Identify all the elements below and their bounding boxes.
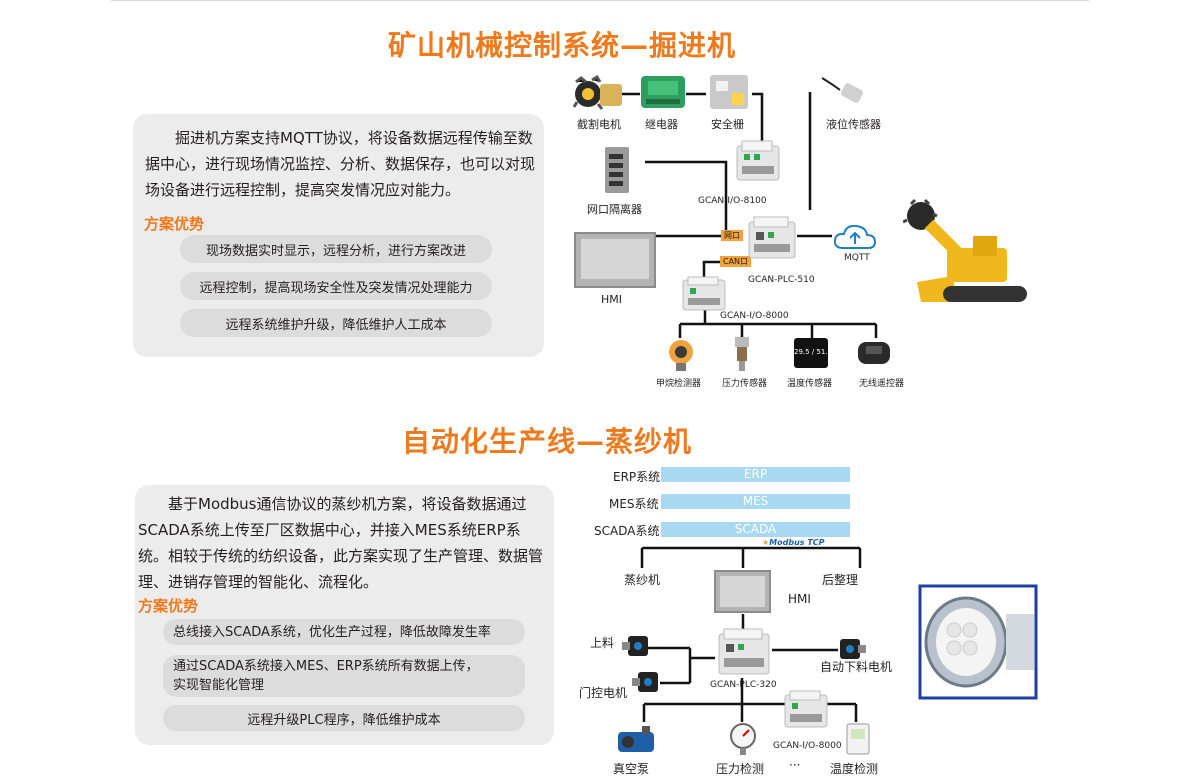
hmi2-panel [714,570,771,613]
plc-320-icon [718,628,772,682]
section1-card: 掘进机方案支持MQTT协议，将设备数据远程传输至数据中心，进行现场情况监控、分析… [133,114,544,357]
cutting-motor-icon [572,72,624,118]
mqtt-cloud-icon [833,222,877,256]
level-sensor-icon [820,76,866,112]
loading-label: 上料 [590,636,615,650]
section1-advantage-1: 现场数据实时显示，远程分析，进行方案改进 [180,235,492,263]
section1-title: 矿山机械控制系统—掘进机 [388,29,737,62]
vacuum-pump-icon [616,724,656,760]
section2-advantage-2: 通过SCADA系统接入MES、ERP系统所有数据上传，实现智能化管理 [163,655,525,697]
hmi-label: HMI [601,293,623,306]
network-isolator-label: 网口隔离器 [587,203,642,216]
vacuum-pump-label: 真空泵 [613,762,650,776]
pressure-sensor-icon [731,336,753,376]
safety-barrier-icon [708,73,752,115]
post-finishing-label: 后整理 [822,573,859,587]
pressure-check-label: 压力检测 [716,762,765,776]
auto-unload-motor-label: 自动下料电机 [820,660,893,674]
section2-title: 自动化生产线—蒸纱机 [402,425,693,458]
net-port-tag: 网口 [721,230,743,241]
mqtt-label: MQTT [844,253,870,263]
io-module-top-icon [736,140,782,188]
pressure-sensor-label: 压力传感器 [722,379,768,389]
section2-description: 基于Modbus通信协议的蒸纱机方案，将设备数据通过SCADA系统上传至厂区数据… [138,495,544,591]
io-module-2-label: GCAN-I/O-8000 [773,741,842,751]
io-module-2-icon [784,690,830,734]
io-module-bottom-label: GCAN-I/O-8000 [720,311,789,321]
methane-detector-label: 甲烷检测器 [656,379,702,389]
temp-sensor-display: 29.5 / 51.8 [794,338,832,368]
wireless-remote-label: 无线遥控器 [859,379,905,389]
section2-advantage-1: 总线接入SCADA系统，优化生产过程，降低故障发生率 [163,619,525,645]
relay-label: 继电器 [645,118,678,131]
temp-sensor-readout: 29.5 / 51.8 [794,348,832,356]
cutting-motor-label: 截割电机 [577,118,621,131]
roadheader-machine-image [902,198,1030,314]
yarn-steamer-machine-image [918,584,1038,704]
section1-advantages-heading: 方案优势 [144,215,205,233]
auto-unload-motor-icon [838,635,868,669]
steamer-label: 蒸纱机 [624,573,661,587]
io-module-top-label: GCAN-I/O-8100 [698,196,767,206]
loading-motor-icon [620,632,650,666]
ellipsis-label: ··· [789,758,801,772]
safety-barrier-label: 安全栅 [711,118,744,131]
plc-510-icon [748,216,798,266]
plc-320-label: GCAN-PLC-320 [710,680,777,690]
erp-system-label: ERP系统 [613,470,661,484]
pressure-gauge-icon [728,722,758,760]
mes-bar: MES [661,494,850,509]
plc-510-label: GCAN-PLC-510 [748,275,815,285]
section2-advantage-3: 远程升级PLC程序，降低维护成本 [163,705,525,731]
section1-advantage-3: 远程系统维护升级，降低维护人工成本 [180,309,492,337]
modbus-logo: ★Modbus TCP [762,538,825,547]
level-sensor-label: 液位传感器 [826,118,881,131]
section1-description: 掘进机方案支持MQTT协议，将设备数据远程传输至数据中心，进行现场情况监控、分析… [145,129,536,199]
section2-card: 基于Modbus通信协议的蒸纱机方案，将设备数据通过SCADA系统上传至厂区数据… [135,485,554,745]
relay-icon [640,75,686,113]
hmi2-label: HMI [788,592,811,606]
network-isolator-icon [604,146,630,198]
door-motor-icon [630,668,660,702]
scada-bar: SCADA [661,522,850,537]
door-motor-label: 门控电机 [579,686,628,700]
mes-system-label: MES系统 [609,497,659,511]
io-module-bottom-icon [682,276,728,316]
wireless-remote-icon [856,338,892,372]
hmi-panel [574,232,656,288]
methane-detector-icon [666,338,696,376]
erp-bar: ERP [661,467,850,482]
temp-sensor-label: 温度传感器 [787,379,833,389]
can-port-tag: CAN口 [720,256,752,267]
scada-system-label: SCADA系统 [594,524,660,538]
top-divider [111,0,1089,1]
temp-check-label: 温度检测 [830,762,879,776]
section1-advantage-2: 远程控制，提高现场安全性及突发情况处理能力 [180,272,492,300]
section2-advantages-heading: 方案优势 [138,597,199,615]
temp-check-icon [846,723,870,759]
